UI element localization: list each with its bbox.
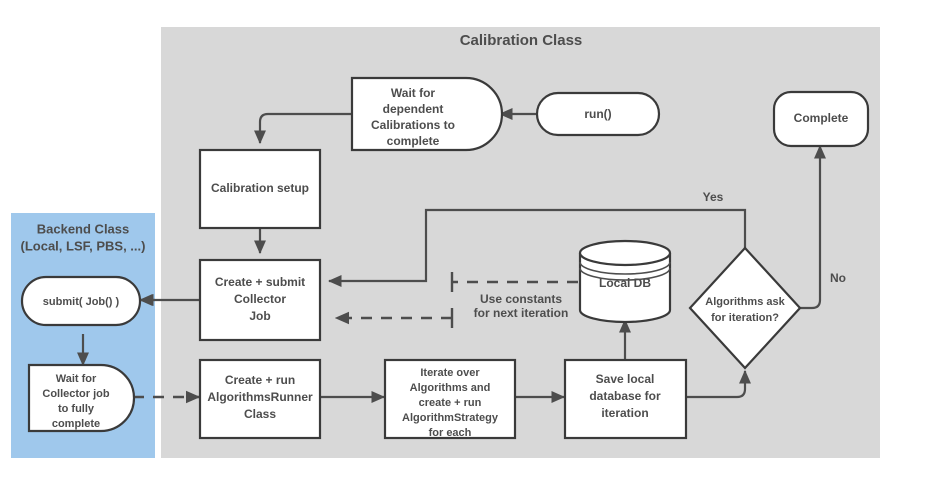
node-local-db[interactable]: Local DB: [578, 239, 672, 324]
node-diamond-line1: Algorithms ask: [705, 296, 785, 308]
node-collector-line3: Job: [249, 309, 270, 323]
node-calibration-setup[interactable]: Calibration setup: [198, 148, 322, 230]
node-wait-dependent-line3: Calibrations to: [371, 118, 455, 132]
edge-label-use-constants-line1: Use constants: [480, 292, 562, 306]
node-save-line2: database for: [589, 389, 661, 403]
node-wait-dependent-calibrations[interactable]: Wait for dependent Calibrations to compl…: [350, 76, 504, 152]
node-run[interactable]: run(): [535, 91, 661, 137]
node-diamond-line2: for iteration?: [711, 312, 779, 324]
edge-label-yes: Yes: [703, 190, 724, 204]
node-waitcollector-line1: Wait for: [56, 373, 97, 385]
node-iterate-line4: AlgorithmStrategy: [402, 412, 499, 424]
node-algorunner-line1: Create + run: [225, 373, 295, 387]
backend-class-title-line2: (Local, LSF, PBS, ...): [21, 238, 146, 253]
node-wait-dependent-line4: complete: [387, 134, 440, 148]
node-wait-dependent-line2: dependent: [383, 102, 444, 116]
edge-wait-to-setup: [253, 112, 352, 145]
node-wait-dependent-line1: Wait for: [391, 86, 436, 100]
backend-class-title-line1: Backend Class: [37, 221, 130, 236]
edge-label-no: No: [830, 271, 846, 285]
node-iterate-line2: Algorithms and: [410, 382, 491, 394]
node-calibration-setup-label: Calibration setup: [211, 181, 309, 195]
node-create-run-algorithmsrunner[interactable]: Create + run AlgorithmsRunner Class: [198, 358, 322, 440]
node-complete-label: Complete: [794, 111, 849, 125]
node-algorunner-line3: Class: [244, 407, 276, 421]
node-submit-job-label: submit( Job() ): [43, 296, 120, 308]
node-waitcollector-line3: to fully: [58, 403, 95, 415]
node-save-line1: Save local: [596, 372, 655, 386]
node-submit-job[interactable]: submit( Job() ): [20, 275, 142, 327]
edge-no-to-complete: [800, 144, 827, 310]
node-algorithms-ask-iteration[interactable]: Algorithms ask for iteration?: [688, 246, 802, 370]
edge-yes-loop: [327, 208, 747, 288]
node-complete[interactable]: Complete: [772, 90, 870, 148]
node-wait-collector-job[interactable]: Wait for Collector job to fully complete: [27, 363, 136, 433]
node-iterate-line1: Iterate over: [420, 367, 480, 379]
edge-label-use-constants-line2: for next iteration: [474, 306, 569, 320]
node-iterate-algorithms[interactable]: Iterate over Algorithms and create + run…: [383, 358, 517, 440]
node-waitcollector-line2: Collector job: [42, 388, 110, 400]
edge-save-to-diamond: [686, 369, 752, 399]
node-create-submit-collector-job[interactable]: Create + submit Collector Job: [198, 258, 322, 342]
node-collector-line2: Collector: [234, 292, 286, 306]
node-local-db-label: Local DB: [599, 276, 651, 290]
node-algorunner-line2: AlgorithmsRunner: [207, 390, 313, 404]
node-waitcollector-line4: complete: [52, 418, 100, 430]
node-run-label: run(): [584, 107, 611, 121]
calibration-class-title: Calibration Class: [460, 32, 583, 49]
node-collector-line1: Create + submit: [215, 275, 305, 289]
node-save-line3: iteration: [601, 406, 648, 420]
node-iterate-line3: create + run: [419, 397, 482, 409]
node-iterate-line5: for each: [429, 427, 472, 439]
node-save-local-database[interactable]: Save local database for iteration: [563, 358, 688, 440]
